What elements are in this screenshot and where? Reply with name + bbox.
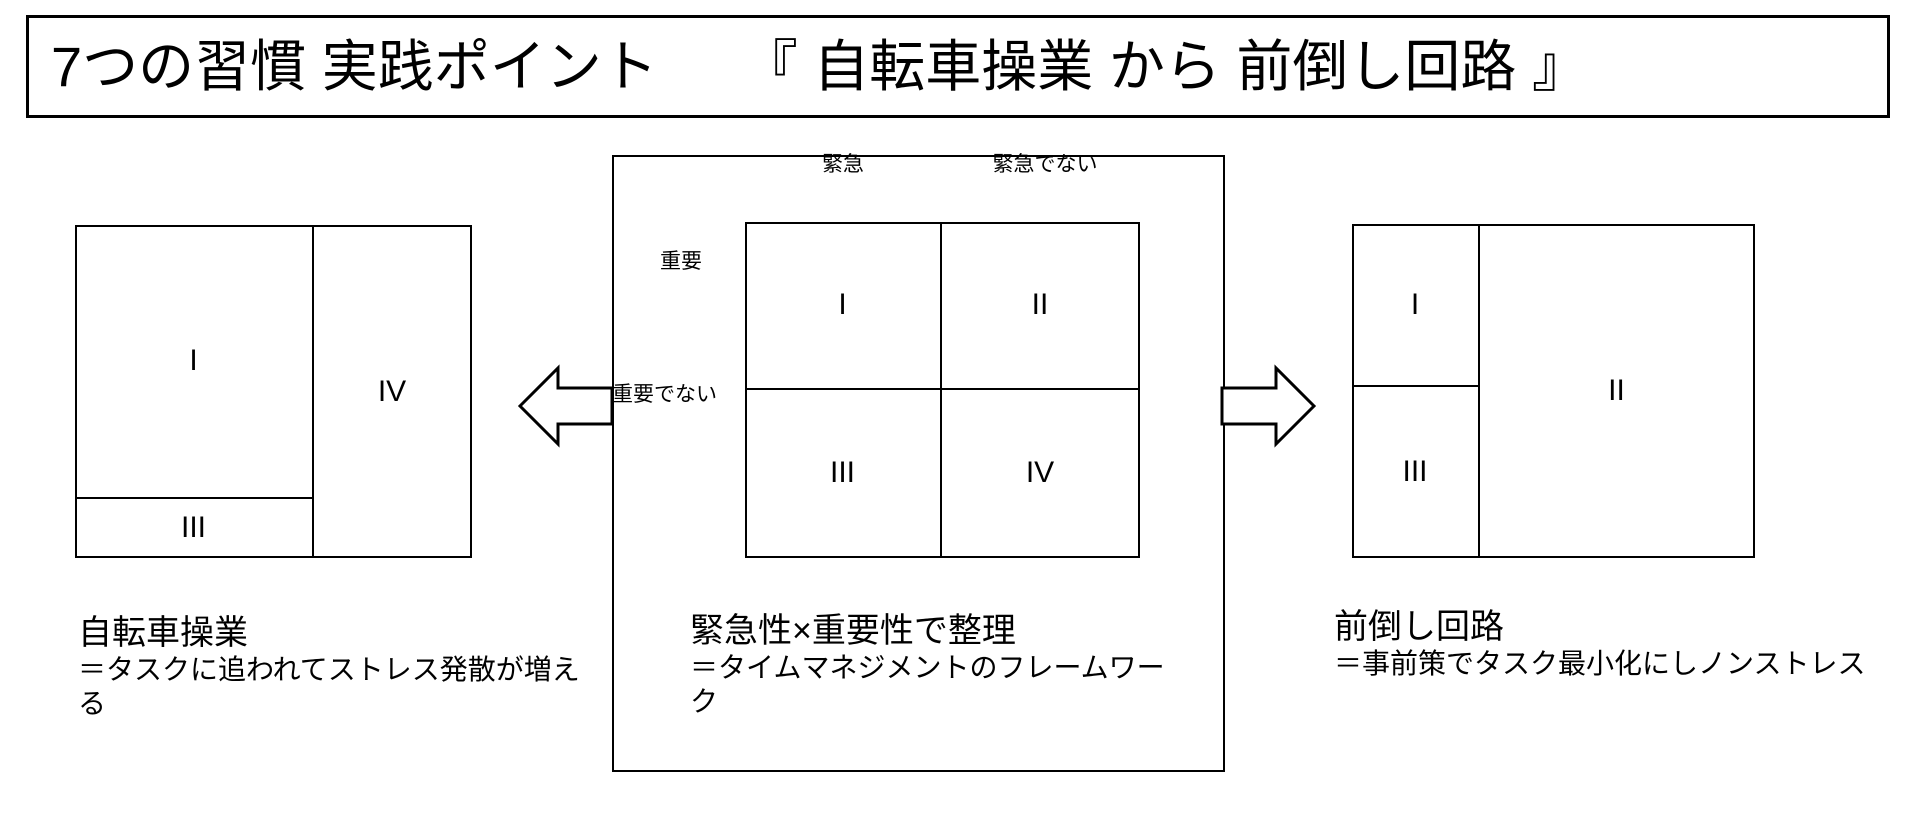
center-matrix-cell-3: III bbox=[829, 456, 855, 489]
column-header-not-urgent: 緊急でない bbox=[992, 153, 1098, 176]
right-diagram-vertical-divider bbox=[1478, 224, 1480, 558]
center-matrix-cell-4: IV bbox=[1025, 456, 1055, 489]
center-matrix-cell-2: II bbox=[1031, 288, 1049, 321]
arrow-right-icon bbox=[1220, 364, 1316, 448]
right-diagram-frame bbox=[1352, 224, 1755, 558]
center-caption-subtitle: ＝タイムマネジメントのフレームワーク bbox=[690, 652, 1165, 717]
center-matrix-frame bbox=[745, 222, 1140, 558]
center-panel-caption: 緊急性×重要性で整理 ＝タイムマネジメントのフレームワーク bbox=[690, 612, 1190, 718]
arrow-left-icon bbox=[518, 364, 614, 448]
left-diagram-caption: 自転車操業 ＝タスクに追われてストレス発散が増える bbox=[78, 614, 598, 720]
column-header-urgent: 緊急 bbox=[822, 153, 864, 176]
left-caption-title: 自転車操業 bbox=[78, 614, 248, 652]
page-title: 7つの習慣 実践ポイント 『 自転車操業 から 前倒し回路 』 bbox=[51, 34, 1588, 98]
left-diagram-horizontal-divider bbox=[75, 497, 312, 499]
center-matrix-horizontal-divider bbox=[745, 388, 1140, 390]
right-diagram-cell-3: III bbox=[1402, 454, 1428, 488]
center-caption-title: 緊急性×重要性で整理 bbox=[690, 612, 1016, 650]
row-header-not-important: 重要でない bbox=[612, 383, 717, 406]
right-caption-title: 前倒し回路 bbox=[1334, 608, 1504, 646]
left-diagram-cell-1: I bbox=[189, 344, 198, 377]
right-diagram-caption: 前倒し回路 ＝事前策でタスク最小化にしノンストレス bbox=[1334, 608, 1879, 681]
left-diagram-cell-4: IV bbox=[377, 374, 407, 408]
left-diagram-cell-3: III bbox=[180, 510, 206, 544]
center-matrix-vertical-divider bbox=[940, 222, 942, 558]
title-box: 7つの習慣 実践ポイント 『 自転車操業 から 前倒し回路 』 bbox=[26, 15, 1890, 118]
left-diagram-frame bbox=[75, 225, 472, 558]
row-header-important: 重要 bbox=[660, 250, 702, 273]
right-diagram-horizontal-divider bbox=[1352, 385, 1478, 387]
left-diagram-vertical-divider bbox=[312, 225, 314, 558]
right-diagram-cell-2: II bbox=[1608, 374, 1625, 407]
center-matrix-cell-1: I bbox=[838, 288, 847, 321]
right-diagram-cell-1: I bbox=[1410, 287, 1420, 321]
left-caption-subtitle: ＝タスクに追われてストレス発散が増える bbox=[78, 654, 580, 719]
right-caption-subtitle: ＝事前策でタスク最小化にしノンストレス bbox=[1334, 648, 1866, 680]
